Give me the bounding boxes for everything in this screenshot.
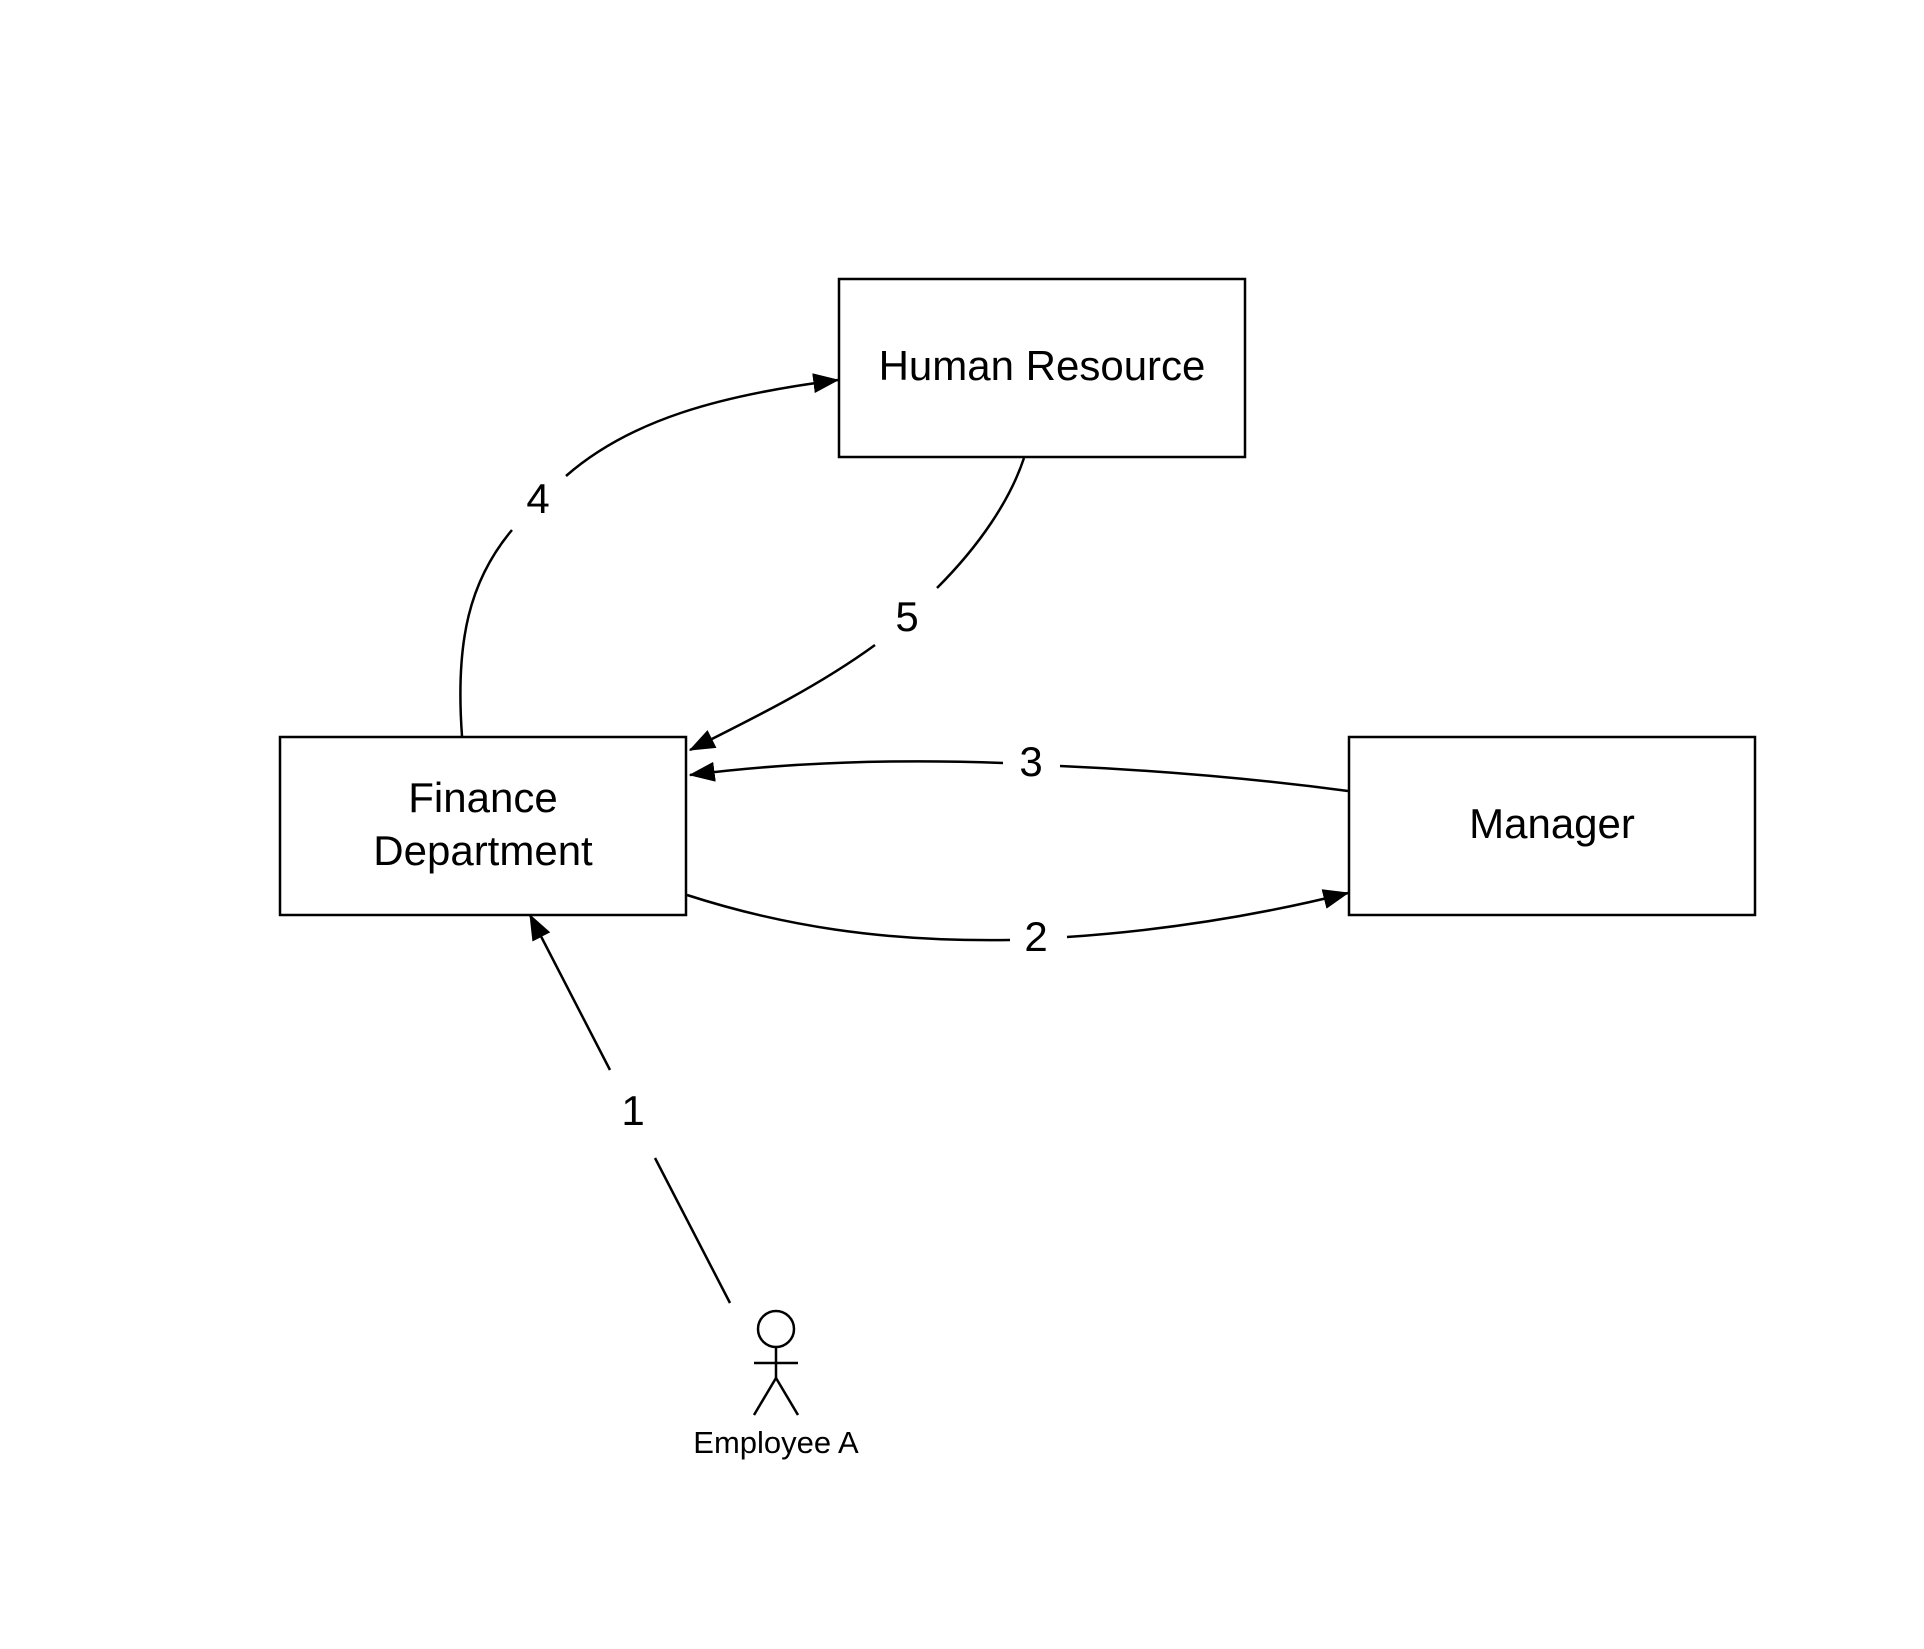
edge-3-segment-right [1059, 764, 1349, 793]
node-human-resource-label: Human Resource [879, 342, 1206, 389]
edge-4-label: 4 [526, 475, 549, 522]
node-finance-department-label-line1: Finance [408, 774, 557, 821]
edge-1-label: 1 [621, 1087, 644, 1134]
edge-1-segment-upper [528, 913, 612, 1071]
edge-3-label: 3 [1019, 738, 1042, 785]
edge-5-segment-upper [936, 457, 1026, 589]
edge-5: 5 [688, 457, 1026, 752]
edge-2-label: 2 [1024, 913, 1047, 960]
node-manager: Manager [1347, 735, 1757, 917]
stick-figure-icon [752, 1309, 800, 1416]
edge-4-segment-upper [565, 373, 840, 477]
node-finance-department-label-line2: Department [373, 827, 593, 874]
edge-5-segment-lower [688, 643, 876, 752]
edge-1: 1 [528, 913, 732, 1304]
node-manager-box [1347, 735, 1757, 917]
node-finance-department: Finance Department [278, 735, 688, 917]
edge-4-segment-lower [459, 529, 513, 737]
node-finance-department-box [278, 735, 688, 917]
actor-employee-a-label: Employee A [693, 1425, 859, 1460]
edge-2: 2 [686, 889, 1350, 960]
edge-2-segment-left [686, 893, 1011, 942]
edge-3-segment-left [688, 760, 1004, 782]
actor-employee-a: Employee A [693, 1309, 859, 1460]
node-human-resource: Human Resource [837, 277, 1247, 459]
edge-2-segment-right [1066, 889, 1350, 939]
edge-5-label: 5 [895, 593, 918, 640]
node-human-resource-box [837, 277, 1247, 459]
node-manager-label: Manager [1469, 800, 1635, 847]
edge-4: 4 [459, 373, 840, 737]
edge-3: 3 [688, 738, 1349, 793]
edge-1-segment-lower [653, 1157, 732, 1304]
